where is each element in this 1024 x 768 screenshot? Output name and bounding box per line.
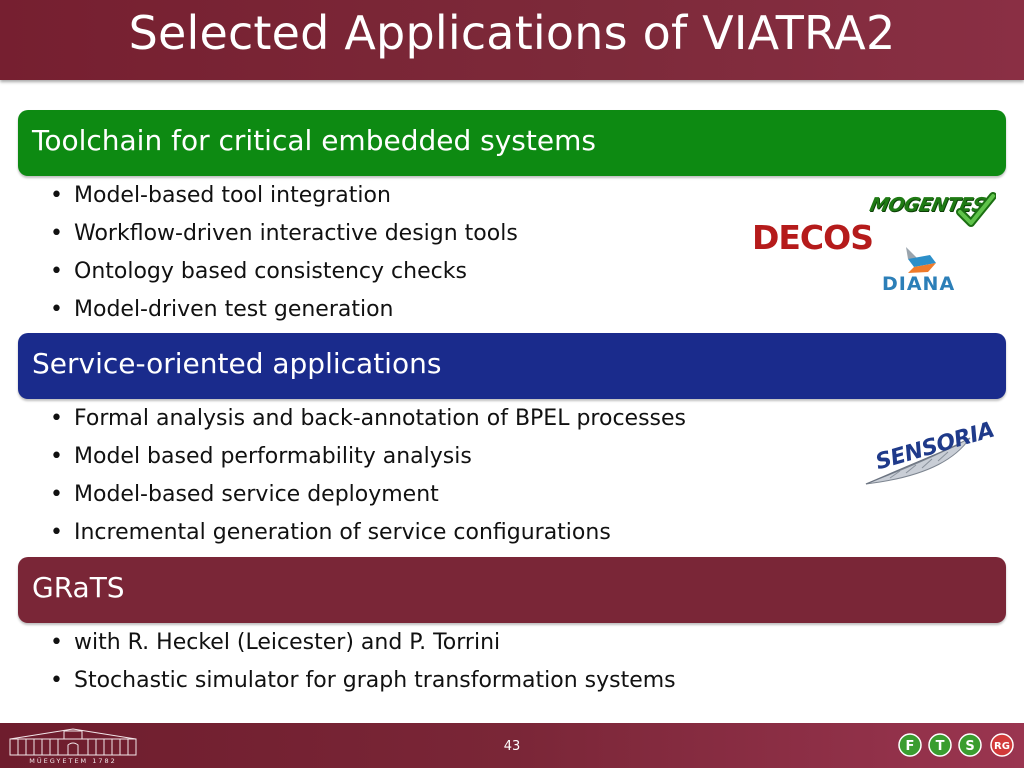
bullet-glyph: • [50, 520, 63, 545]
bullet-glyph: • [50, 630, 63, 655]
svg-text:S: S [965, 739, 974, 754]
university-building-logo: MŰEGYETEM 1782 [9, 728, 137, 765]
page-number: 43 [503, 739, 521, 754]
sensoria-logo: SENSORIA [860, 418, 997, 490]
section-heading: GRaTS [32, 571, 125, 604]
list-item: • Model-driven test generation [50, 297, 518, 335]
list-item: • Incremental generation of service confi… [50, 520, 686, 558]
bullet-glyph: • [50, 297, 63, 322]
title-bar: Selected Applications of VIATRA2 [0, 0, 1024, 80]
bullet-text: Model-based tool integration [74, 183, 391, 208]
bullet-glyph: • [50, 668, 63, 693]
bullet-glyph: • [50, 406, 63, 431]
bullet-list-toolchain: • Model-based tool integration • Workflow-… [50, 183, 518, 335]
university-caption: MŰEGYETEM 1782 [29, 756, 117, 765]
section-header-service-oriented: Service-oriented applications [18, 333, 1006, 399]
diana-emblem-icon [906, 247, 936, 273]
section-header-toolchain: Toolchain for critical embedded systems [18, 110, 1006, 176]
list-item: • Model-based service deployment [50, 482, 686, 520]
bullet-list-service-oriented: • Formal analysis and back-annotation of … [50, 406, 686, 558]
section-header-grats: GRaTS [18, 557, 1006, 623]
bullet-text: Model-driven test generation [74, 297, 394, 322]
svg-text:RG: RG [994, 741, 1010, 752]
diana-logo-text: DIANA [882, 273, 956, 295]
svg-text:F: F [906, 739, 915, 754]
bullet-text: Formal analysis and back-annotation of B… [74, 406, 686, 431]
slide-title: Selected Applications of VIATRA2 [128, 6, 896, 60]
ftsrg-logo: F T S RG [898, 733, 1014, 757]
list-item: • Model-based tool integration [50, 183, 518, 221]
section-heading: Service-oriented applications [32, 347, 442, 380]
list-item: • Workflow-driven interactive design tool… [50, 221, 518, 259]
list-item: • Stochastic simulator for graph transfor… [50, 668, 676, 706]
bullet-glyph: • [50, 221, 63, 246]
bullet-text: Incremental generation of service config… [74, 520, 611, 545]
feather-quill-icon [865, 437, 971, 485]
list-item: • Formal analysis and back-annotation of … [50, 406, 686, 444]
bullet-text: Workflow-driven interactive design tools [74, 221, 518, 246]
list-item: • Model based performability analysis [50, 444, 686, 482]
decos-logo: DECOS [752, 218, 874, 260]
diana-logo: DIANA [878, 245, 964, 297]
bullet-glyph: • [50, 482, 63, 507]
svg-text:T: T [936, 739, 945, 754]
bullet-text: Stochastic simulator for graph transform… [74, 668, 676, 693]
list-item: • with R. Heckel (Leicester) and P. Torri… [50, 630, 676, 668]
bullet-glyph: • [50, 259, 63, 284]
footer-bar: MŰEGYETEM 1782 43 F T S RG [0, 723, 1024, 768]
mogentes-logo: MOGENTES [868, 190, 996, 232]
bullet-glyph: • [50, 444, 63, 469]
bullet-text: Model-based service deployment [74, 482, 439, 507]
checkmark-icon [956, 192, 996, 227]
list-item: • Ontology based consistency checks [50, 259, 518, 297]
bullet-text: Ontology based consistency checks [74, 259, 467, 284]
section-heading: Toolchain for critical embedded systems [32, 124, 596, 157]
decos-logo-text: DECOS [752, 218, 874, 257]
bullet-glyph: • [50, 183, 63, 208]
bullet-text: Model based performability analysis [74, 444, 472, 469]
bullet-text: with R. Heckel (Leicester) and P. Torrin… [74, 630, 501, 655]
bullet-list-grats: • with R. Heckel (Leicester) and P. Torri… [50, 630, 676, 706]
